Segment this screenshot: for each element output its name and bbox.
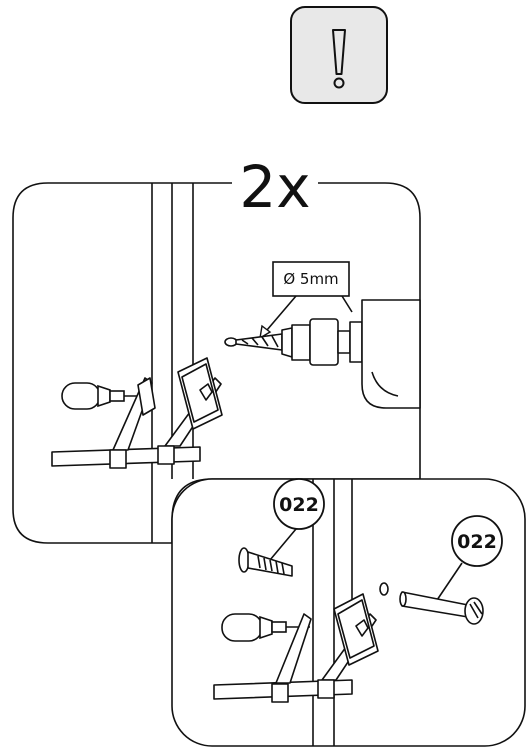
drill-bit-size-label: Ø 5mm xyxy=(283,270,338,288)
drill-icon xyxy=(224,299,421,409)
clamp-icon xyxy=(51,357,223,469)
clamp-icon-2 xyxy=(213,593,379,703)
drill-bit-callout: Ø 5mm xyxy=(259,261,353,340)
part-number-label-2: 022 xyxy=(457,531,497,553)
exclamation-warning-icon xyxy=(290,6,388,104)
part-number-label: 022 xyxy=(279,494,319,516)
multiplier-label: 2x xyxy=(239,153,310,221)
screwdriver-icon-2 xyxy=(221,613,310,642)
part-callout-left: 022 xyxy=(269,478,325,561)
barrel-nut-icon xyxy=(379,582,484,625)
part-callout-right: 022 xyxy=(432,515,503,607)
bolt-icon xyxy=(238,547,293,577)
